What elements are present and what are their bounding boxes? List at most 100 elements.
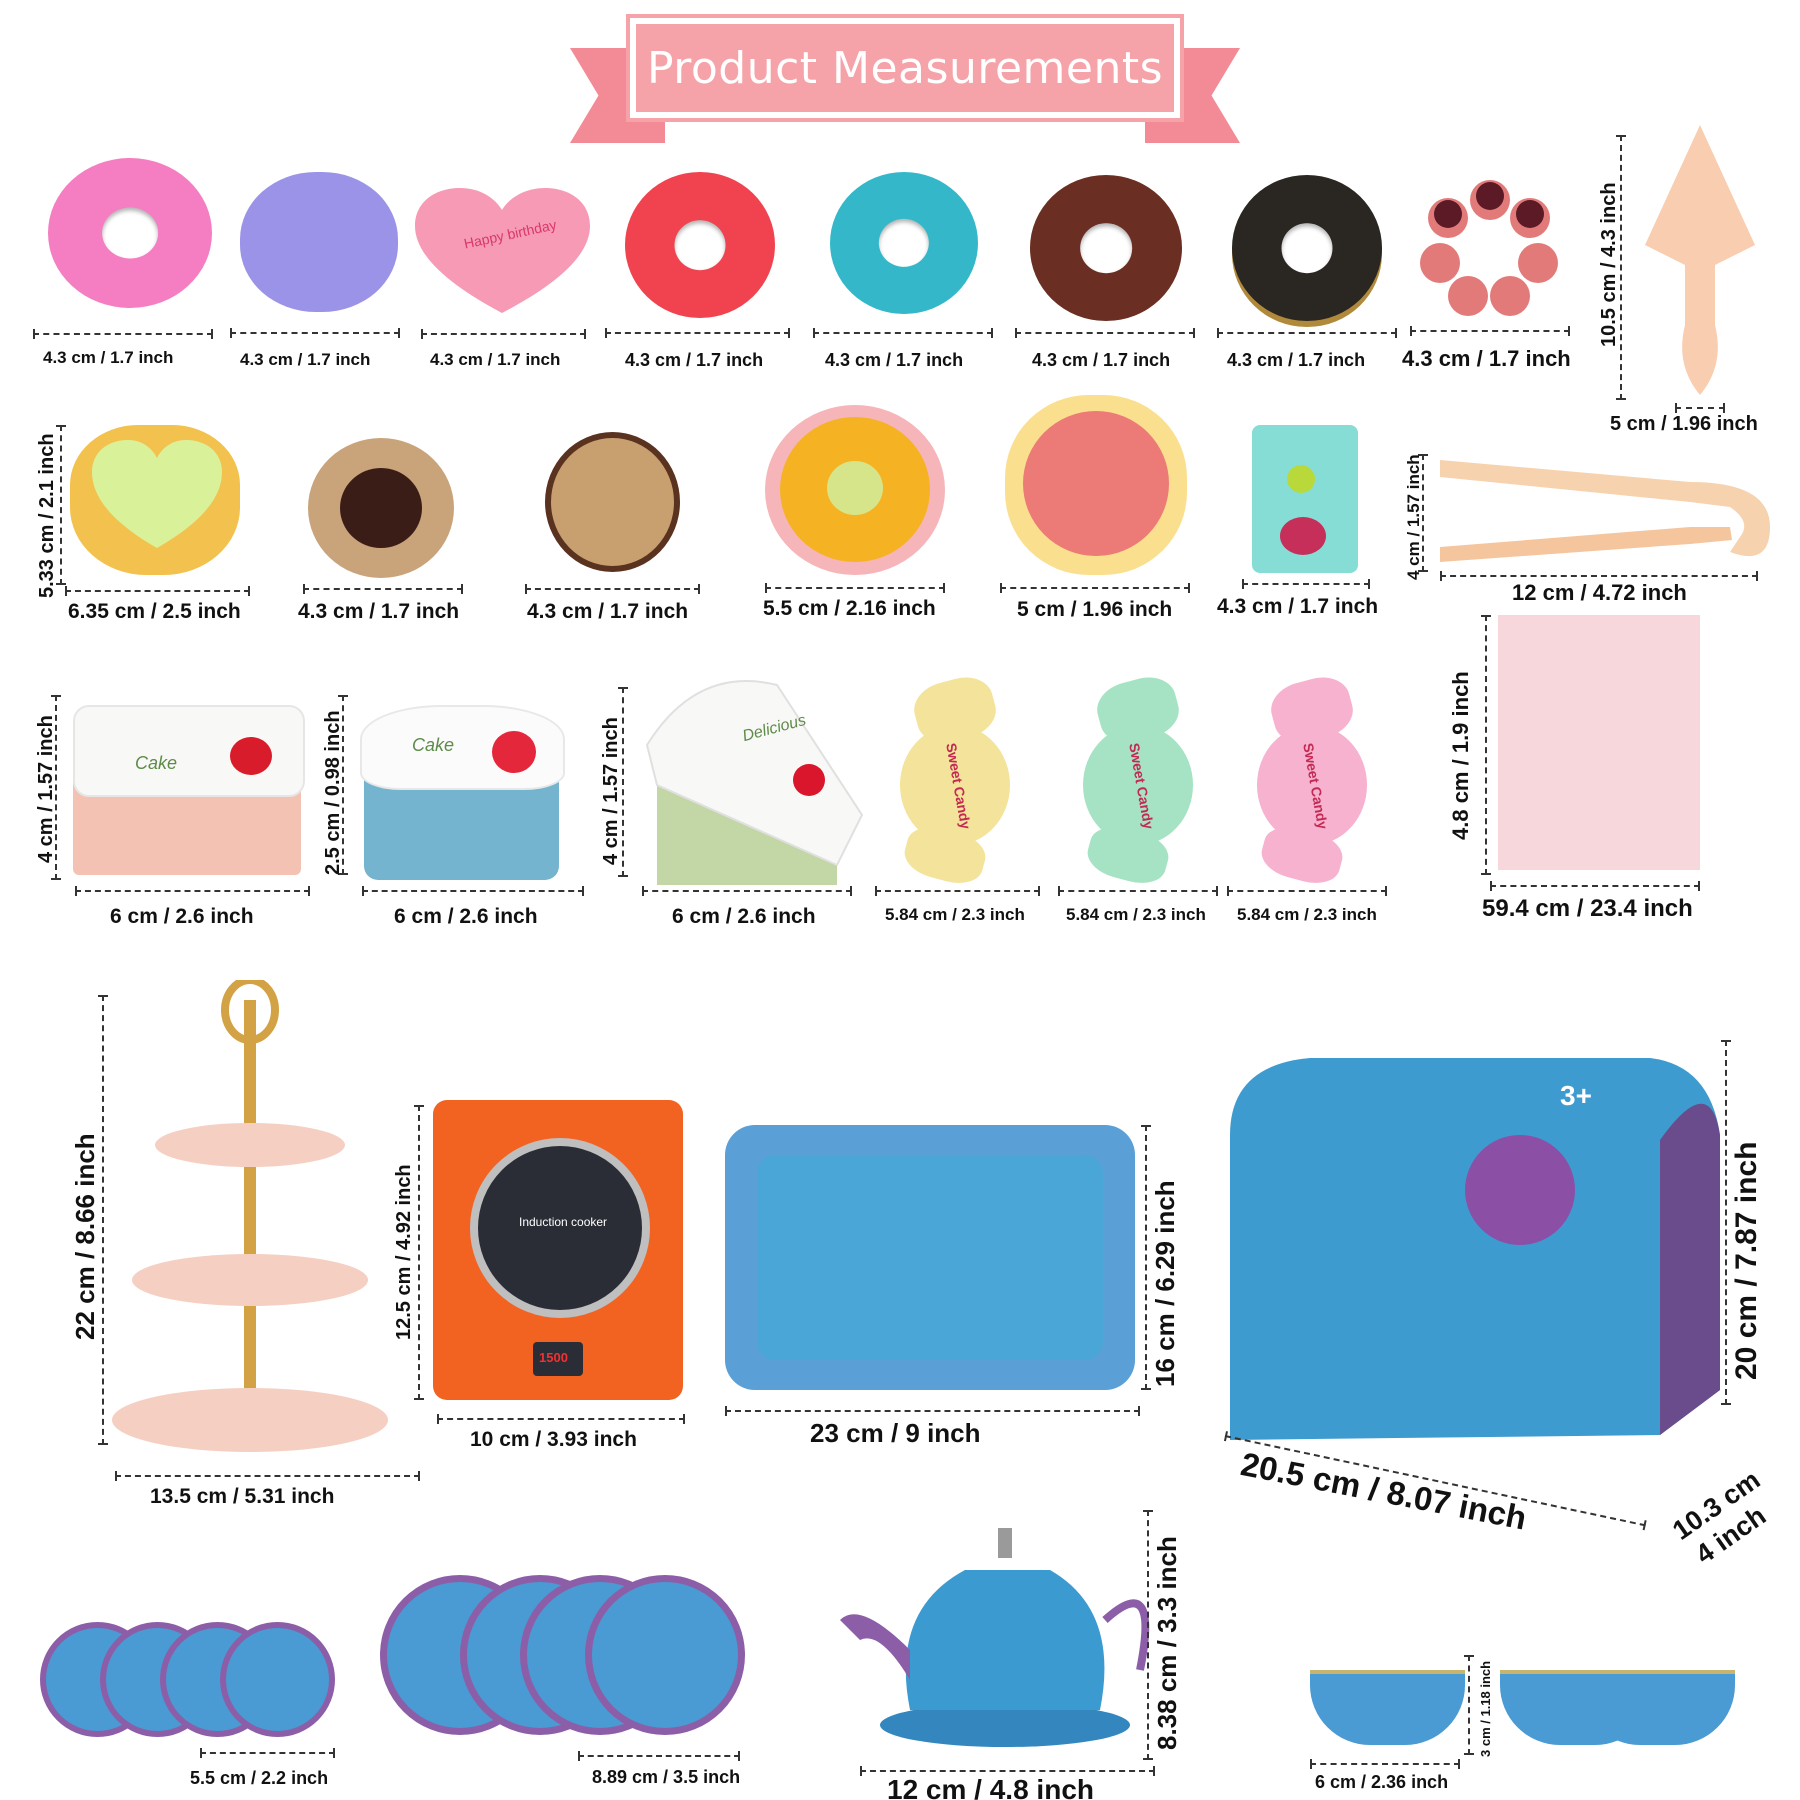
swirl-cookie-shape	[545, 432, 680, 572]
height-label: 16 cm / 6.29 inch	[1150, 1180, 1180, 1387]
cookie-center	[340, 468, 422, 548]
measure-line	[725, 1406, 1140, 1416]
height-label: 4 cm / 1.57 inch	[1404, 454, 1423, 580]
width-label: 59.4 cm / 23.4 inch	[1482, 895, 1693, 922]
measure-line	[605, 328, 790, 338]
cake-text: Cake	[412, 735, 455, 755]
purple-cookie-shape	[240, 172, 398, 312]
measure-line	[1490, 881, 1700, 891]
measure-line	[33, 329, 213, 339]
width-label: 4.3 cm / 1.7 inch	[43, 348, 174, 367]
measure-line-vertical	[338, 695, 348, 875]
cooker-plate	[470, 1138, 650, 1318]
measure-line	[1000, 583, 1190, 593]
width-label: 23 cm / 9 inch	[810, 1418, 981, 1448]
width-label: 8.89 cm / 3.5 inch	[592, 1767, 741, 1787]
page-title: Product Measurements	[646, 42, 1164, 94]
width-label: 12 cm / 4.72 inch	[1512, 580, 1687, 605]
measure-line	[230, 328, 400, 338]
width-label: 20.5 cm / 8.07 inch	[1237, 1445, 1530, 1537]
cake-text: Cake	[135, 753, 178, 773]
width-label: 4.3 cm / 1.7 inch	[1217, 595, 1379, 618]
cooker-display-value: 1500	[539, 1350, 568, 1365]
heart-tart-top	[92, 440, 222, 548]
tray-image	[757, 1155, 1103, 1360]
heart-decoration	[230, 737, 272, 775]
measure-line-vertical	[1141, 1125, 1151, 1390]
measure-line	[860, 1766, 1155, 1776]
teacup	[1580, 1670, 1735, 1745]
tart-center	[827, 461, 883, 515]
banner-box: Product Measurements	[626, 14, 1184, 122]
measure-line	[642, 886, 852, 896]
measure-line	[1440, 571, 1758, 581]
strawberry-decoration	[492, 731, 536, 773]
width-label: 6 cm / 2.6 inch	[394, 905, 538, 928]
width-label: 5 cm / 1.96 inch	[1610, 413, 1758, 435]
measure-line	[525, 584, 700, 594]
width-label: 4.3 cm / 1.7 inch	[527, 600, 689, 623]
measure-line	[875, 886, 1040, 896]
width-label: 6 cm / 2.6 inch	[672, 905, 816, 928]
tongs-shape	[1440, 460, 1770, 562]
width-label: 12 cm / 4.8 inch	[887, 1774, 1094, 1800]
measure-line	[1058, 886, 1218, 896]
height-label: 20 cm / 7.87 inch	[1730, 1141, 1763, 1380]
width-label: 4.3 cm / 1.7 inch	[1402, 346, 1571, 371]
measure-line	[75, 886, 310, 896]
measure-line	[421, 329, 586, 339]
candy-body	[1083, 725, 1193, 845]
measure-line-vertical	[1464, 1655, 1474, 1755]
height-label: 4 cm / 1.57 inch	[35, 715, 57, 863]
chocolate-donut-shape	[1030, 175, 1182, 321]
height-label: 22 cm / 8.66 inch	[70, 1133, 100, 1340]
age-badge: 3+	[1560, 1080, 1592, 1111]
black-gold-donut-shape	[1232, 175, 1382, 321]
width-label: 4.3 cm / 1.7 inch	[298, 600, 460, 623]
measure-line	[1242, 579, 1370, 589]
measure-line-vertical	[98, 995, 108, 1445]
height-label: 12.5 cm / 4.92 inch	[393, 1164, 415, 1340]
pink-heart-donut-shape	[48, 158, 212, 308]
width-label: 5.84 cm / 2.3 inch	[1066, 905, 1206, 924]
measure-line	[437, 1414, 685, 1424]
measure-line-vertical	[1481, 615, 1491, 875]
width-label: 6.35 cm / 2.5 inch	[68, 600, 241, 623]
width-label: 4.3 cm / 1.7 inch	[825, 350, 964, 370]
cake-stand-shape	[112, 980, 388, 1452]
measure-line-vertical	[56, 425, 66, 585]
measure-line-vertical	[1418, 454, 1428, 572]
measure-line-vertical	[1143, 1510, 1153, 1760]
measure-line	[115, 1471, 420, 1481]
width-label: 5.5 cm / 2.16 inch	[763, 597, 936, 620]
width-label: 6 cm / 2.6 inch	[110, 905, 254, 928]
measure-line	[200, 1748, 335, 1758]
measure-line-vertical	[1616, 135, 1626, 400]
width-label: 4.3 cm / 1.7 inch	[240, 350, 371, 369]
width-label: 10 cm / 3.93 inch	[470, 1428, 637, 1451]
title-banner: Product Measurements	[570, 14, 1240, 143]
measure-line-vertical	[1721, 1040, 1731, 1405]
cake-slice-shape	[645, 680, 864, 885]
measure-line-vertical	[414, 1105, 424, 1400]
measure-line	[578, 1751, 740, 1761]
height-label: 8.38 cm / 3.3 inch	[1152, 1536, 1182, 1750]
cooker-label: Induction cooker	[519, 1215, 608, 1229]
teacup	[1310, 1670, 1465, 1745]
measure-line	[765, 583, 945, 593]
teapot-shape	[840, 1528, 1150, 1747]
width-label: 13.5 cm / 5.31 inch	[150, 1485, 335, 1508]
cooker-display	[533, 1342, 583, 1376]
height-label: 4 cm / 1.57 inch	[600, 717, 622, 865]
measure-line	[813, 328, 993, 338]
measure-line-vertical	[51, 695, 61, 880]
height-label: 4.8 cm / 1.9 inch	[1448, 671, 1473, 840]
cake-server-shape	[1645, 125, 1755, 395]
width-label: 5.84 cm / 2.3 inch	[885, 905, 1025, 924]
measure-line	[1410, 326, 1570, 336]
red-donut-shape	[625, 172, 775, 318]
large-plate	[585, 1575, 745, 1735]
height-label: 5.33 cm / 2.1 inch	[36, 433, 58, 598]
width-label: 4.3 cm / 1.7 inch	[1227, 350, 1366, 370]
measure-line-vertical	[618, 687, 628, 877]
